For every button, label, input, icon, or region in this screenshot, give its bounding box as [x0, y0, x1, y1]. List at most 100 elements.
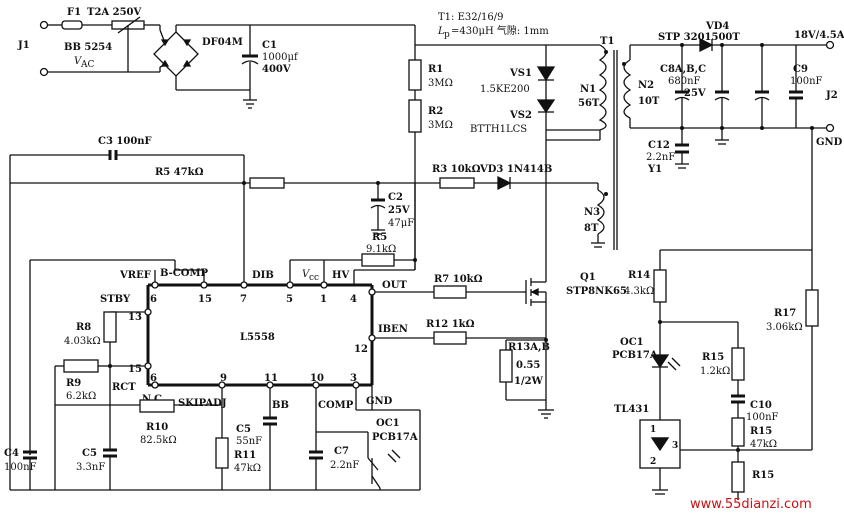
- vcc-sub: cc: [309, 273, 319, 283]
- r17-label: R17: [774, 308, 796, 319]
- tl431-label: TL431: [614, 404, 649, 415]
- pin-rct: [144, 362, 152, 370]
- n2-label: N2: [638, 80, 654, 91]
- resistor-r13a: [499, 349, 513, 383]
- resistor-r1: [408, 59, 422, 91]
- c8-voltage: 25V: [684, 88, 706, 99]
- resistor-r17: [805, 289, 819, 327]
- c5-value: 3.3nF: [76, 462, 105, 473]
- pin13-num: 13: [128, 312, 142, 323]
- c12-value: 2.2nF: [646, 152, 675, 163]
- r1-value: 3MΩ: [428, 78, 453, 89]
- resistor-r12: [433, 331, 467, 345]
- pin-vref: [151, 281, 159, 289]
- c10-value: 100nF: [746, 412, 779, 423]
- r9-label: R9: [66, 378, 81, 389]
- c2-label: C2: [388, 192, 403, 203]
- diode-vd4: [699, 37, 714, 53]
- r13-label: R13A,B: [508, 342, 550, 353]
- r14-value: 4.3kΩ: [624, 286, 654, 297]
- r13-value: 0.55: [516, 360, 540, 371]
- fuse-f1: [61, 20, 83, 30]
- pin15b-num: 15: [128, 364, 142, 375]
- optocoupler-oc1-transistor: [367, 457, 379, 471]
- r13-watt: 1/2W: [514, 376, 544, 387]
- c7-value: 2.2nF: [330, 460, 359, 471]
- pin-vcc: [286, 281, 294, 289]
- c7-label: C7: [334, 446, 349, 457]
- r8-label: R8: [76, 322, 91, 333]
- q1-part: STP8NK65: [566, 286, 627, 297]
- vd4-label: VD4: [705, 21, 729, 32]
- feedback-stage: R17 3.06kΩ R14 4.3kΩ OC1 PCB17A R15 1.2k…: [612, 126, 819, 500]
- r17-value: 3.06kΩ: [766, 322, 803, 333]
- pin1-num: 1: [320, 294, 327, 305]
- c1-value: 1000μf: [262, 52, 299, 63]
- c1-voltage: 400V: [262, 64, 291, 75]
- resistor-r5-47k: [249, 177, 285, 189]
- pin-iben: [368, 334, 376, 342]
- vs1-part: 1.5KE200: [480, 84, 530, 95]
- resistor-r15a: [731, 347, 745, 381]
- vd3-label: VD3 1N414B: [479, 164, 552, 175]
- pin11-num: 11: [264, 373, 278, 384]
- pin-out: [368, 288, 376, 296]
- vac-label: V: [74, 56, 83, 67]
- t1-label: T1: [600, 36, 614, 47]
- vd4-part: STP 3201500T: [658, 32, 740, 43]
- gnd-pin-label: GND: [366, 396, 393, 407]
- pin6a-num: 6: [150, 294, 157, 305]
- c9-label: C9: [793, 64, 808, 75]
- input-stage: F1 T2A 250V J1 BB 5254 V AC DF04M C1 100…: [17, 7, 415, 109]
- resistor-r15c: [731, 461, 745, 493]
- oc1b-label: OC1: [376, 418, 400, 429]
- oc1b-part: PCB17A: [372, 432, 418, 443]
- j2-terminal-gnd: [825, 123, 835, 133]
- pin10-num: 10: [310, 373, 324, 384]
- pin12-num: 12: [354, 344, 368, 355]
- comp-label: COMP: [318, 400, 354, 411]
- j2-terminal-positive: [825, 40, 835, 50]
- r12-label: R12 1kΩ: [426, 319, 475, 330]
- r10-value: 82.5kΩ: [140, 435, 177, 446]
- r15b-label: R15: [750, 426, 772, 437]
- r15a-value: 1.2kΩ: [700, 366, 730, 377]
- vcc-label: V: [302, 269, 311, 280]
- rct-label: RCT: [112, 382, 136, 393]
- winding-n1: [598, 44, 607, 131]
- pin15a-num: 15: [198, 294, 212, 305]
- pin-hv: [320, 281, 328, 289]
- c8-value: 680nF: [668, 76, 701, 87]
- lp-label: L: [437, 26, 445, 37]
- n2-turns: 10T: [638, 96, 660, 107]
- pin5-num: 5: [286, 294, 293, 305]
- stby-label: STBY: [100, 294, 131, 305]
- resistor-r10: [139, 399, 175, 413]
- bridge-part: DF04M: [202, 37, 243, 48]
- resistor-r2: [408, 99, 422, 133]
- t1-spec: T1: E32/16/9: [438, 12, 503, 23]
- vs2-label: VS2: [509, 110, 532, 121]
- j1-terminal-top: [39, 20, 49, 30]
- winding-n2: [623, 59, 632, 119]
- r3-label: R3 10kΩ: [432, 164, 481, 175]
- winding-n3: [596, 189, 605, 235]
- vs2-part: BTTH1LCS: [470, 124, 527, 135]
- resistor-r15b: [731, 417, 745, 447]
- dib-label: DIB: [252, 270, 274, 281]
- tl431-pin3: 3: [672, 441, 678, 451]
- pin4-num: 4: [350, 294, 357, 305]
- vs1-label: VS1: [509, 68, 532, 79]
- c3-label: C3 100nF: [98, 136, 152, 147]
- pin-nc: [151, 381, 159, 389]
- resistor-r3: [439, 177, 475, 189]
- r2-value: 3MΩ: [428, 120, 453, 131]
- tvs-vs1: [536, 66, 556, 82]
- c10-label: C10: [750, 400, 772, 411]
- pin-stby: [144, 308, 152, 316]
- oc1-part: PCB17A: [612, 350, 658, 361]
- varistor-part: BB 5254: [64, 42, 112, 53]
- q1-label: Q1: [580, 272, 596, 283]
- r5-label: R5: [372, 232, 387, 243]
- vac-sub: AC: [80, 60, 94, 70]
